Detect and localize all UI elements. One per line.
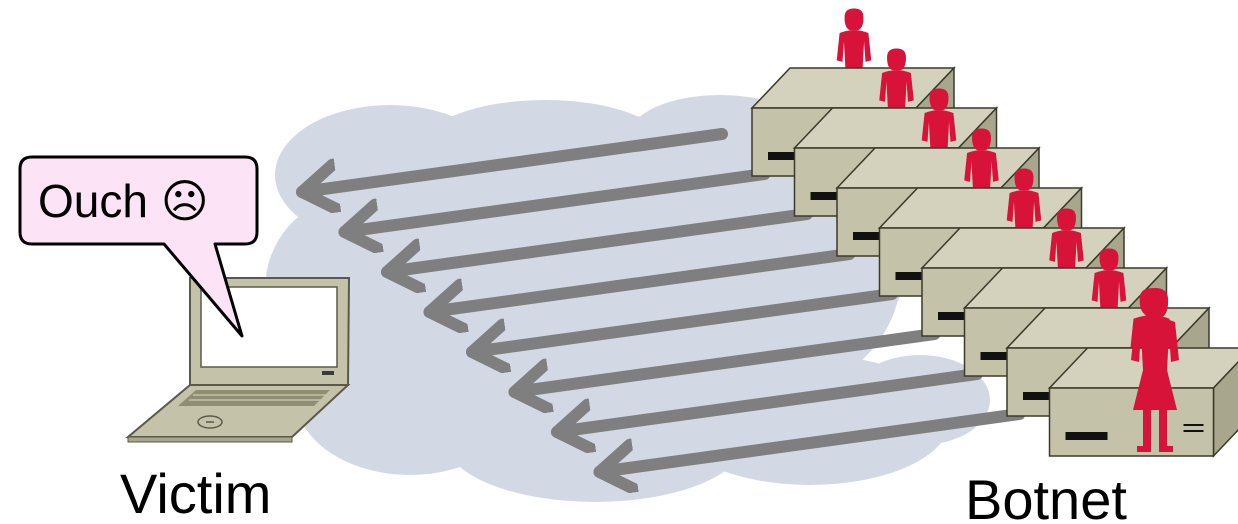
- speech-text: Ouch ☹: [38, 175, 209, 227]
- attack-arrow: [593, 408, 1026, 472]
- attack-arrow: [296, 128, 728, 192]
- speech-bubble: [18, 155, 259, 338]
- attack-arrow: [381, 208, 813, 272]
- attack-arrow: [338, 168, 771, 232]
- botnet-label: Botnet: [965, 468, 1127, 524]
- attack-arrow: [551, 368, 983, 432]
- victim-label: Victim: [120, 462, 272, 524]
- attack-arrow: [508, 328, 941, 392]
- person-icon: [1131, 288, 1179, 452]
- attack-arrow: [423, 248, 856, 312]
- laptop-icon: [125, 277, 351, 443]
- attack-arrow: [466, 288, 898, 352]
- attack-arrows: [296, 128, 1026, 472]
- botnet-machines: [750, 8, 1238, 458]
- bot-unit-front-operator: [1131, 288, 1179, 452]
